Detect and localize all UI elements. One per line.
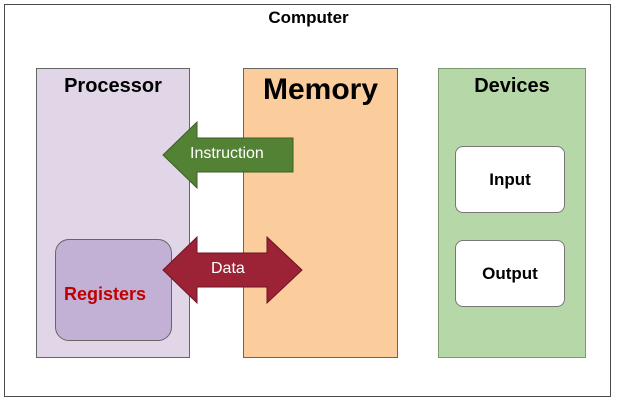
devices-box: Devices <box>438 68 586 358</box>
devices-label: Devices <box>474 75 550 97</box>
input-label: Input <box>489 169 531 189</box>
memory-box: Memory <box>243 68 398 358</box>
output-label: Output <box>482 263 538 283</box>
processor-label: Processor <box>64 75 162 97</box>
registers-label: Registers <box>64 284 147 304</box>
instruction-label: Instruction <box>190 145 264 162</box>
data-label: Data <box>211 260 245 277</box>
output-device-box: Output <box>455 240 565 307</box>
input-device-box: Input <box>455 146 565 213</box>
diagram-title: Computer <box>268 8 349 27</box>
memory-label: Memory <box>262 73 379 106</box>
